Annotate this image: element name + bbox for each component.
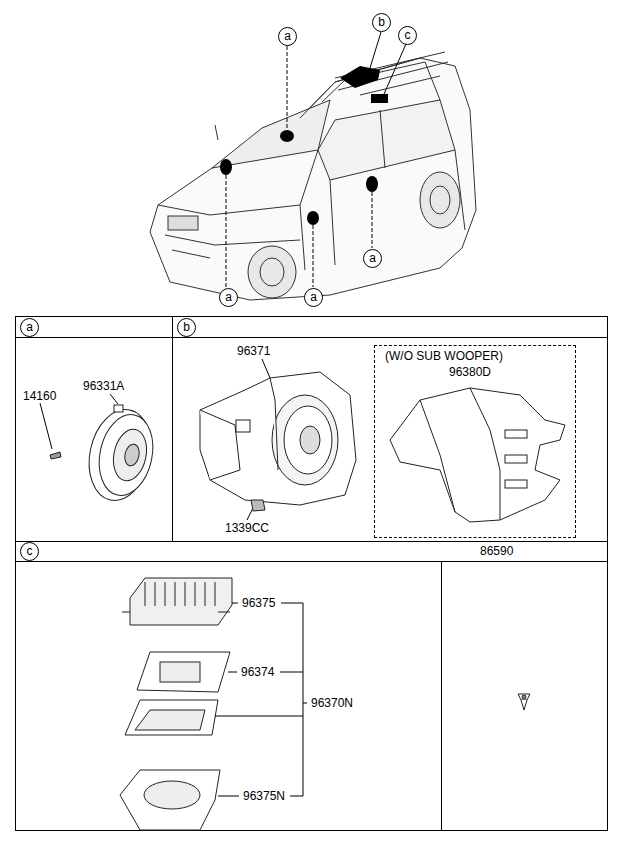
leader-lines xyxy=(226,46,372,287)
part-number: 96331A xyxy=(82,379,125,393)
vehicle-drawing xyxy=(150,52,476,300)
cover-drawing xyxy=(390,388,565,522)
location-marks xyxy=(220,66,388,225)
callout-circle: c xyxy=(20,542,39,561)
part-number: 96374 xyxy=(240,665,275,679)
clip-drawing xyxy=(518,694,530,710)
callout-letter: a xyxy=(284,30,291,42)
callout-letter: b xyxy=(378,16,385,28)
callout-circle: a xyxy=(363,249,382,268)
part-number: 14160 xyxy=(22,389,57,403)
part-number: 96375 xyxy=(241,596,276,610)
option-box: (W/O SUB WOOPER) 96380D xyxy=(374,345,576,538)
table-frame xyxy=(15,316,608,831)
callout-circle: a xyxy=(20,318,39,337)
callout-letter: b xyxy=(183,321,190,333)
callout-letter: a xyxy=(369,252,376,264)
callout-letter: a xyxy=(26,321,33,333)
part-number: 96370N xyxy=(310,696,354,710)
callout-letter: c xyxy=(27,545,33,557)
option-note: (W/O SUB WOOPER) xyxy=(385,349,503,363)
part-number: 86590 xyxy=(479,544,514,558)
callout-circle: a xyxy=(219,288,238,307)
callout-circle: c xyxy=(398,26,417,45)
part-number: 96380D xyxy=(449,365,491,379)
part-number: 1339CC xyxy=(224,521,270,535)
part-leaders xyxy=(40,359,270,520)
amplifier-drawing xyxy=(120,578,232,830)
callout-circle: a xyxy=(304,288,323,307)
callout-letter: a xyxy=(225,291,232,303)
callout-letter: a xyxy=(310,291,317,303)
speaker-drawing xyxy=(50,404,160,506)
callout-circle: a xyxy=(278,27,297,46)
bracket-lines xyxy=(215,603,307,796)
subwoofer-drawing xyxy=(200,372,356,511)
callout-circle: b xyxy=(177,318,196,337)
callout-letter: c xyxy=(405,29,411,41)
part-number: 96375N xyxy=(242,789,286,803)
part-number: 96371 xyxy=(236,344,271,358)
callout-circle: b xyxy=(372,13,391,32)
